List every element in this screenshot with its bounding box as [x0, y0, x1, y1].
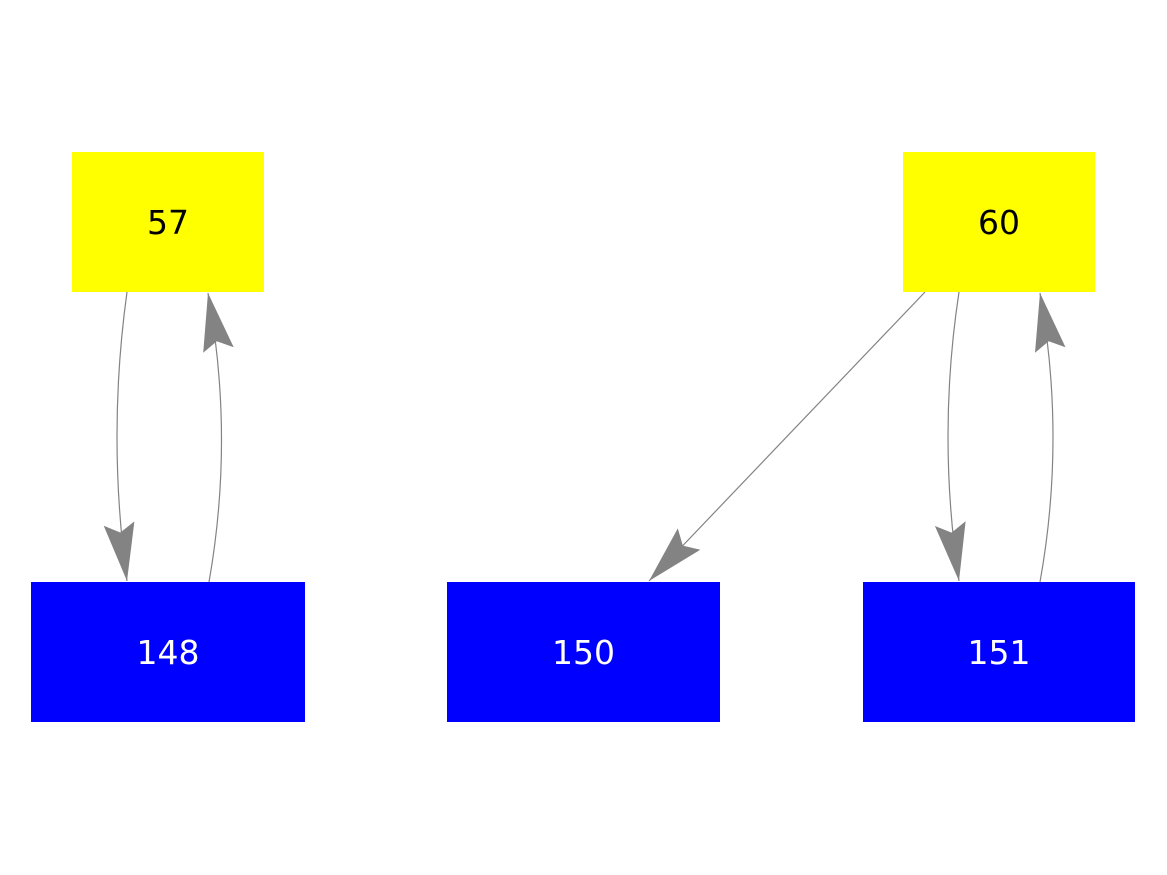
arrowhead-60-151 [934, 521, 966, 581]
graph-node-57: 57 [72, 152, 264, 292]
node-label: 148 [136, 632, 200, 672]
edge-57-148 [116, 291, 128, 582]
node-label: 60 [978, 202, 1020, 242]
graph-node-151: 151 [863, 582, 1135, 722]
arrowhead-60-150 [649, 528, 701, 581]
edge-60-151 [947, 291, 960, 582]
edge-148-57 [207, 292, 223, 583]
arrowhead-151-60 [1035, 293, 1066, 353]
node-label: 57 [147, 202, 189, 242]
graph-node-150: 150 [447, 582, 720, 722]
edge-60-150 [648, 291, 926, 582]
node-label: 150 [552, 632, 615, 672]
graph-node-60: 60 [903, 152, 1095, 292]
node-label: 151 [967, 632, 1031, 672]
edge-151-60 [1039, 292, 1054, 583]
graph-node-148: 148 [31, 582, 305, 722]
arrowhead-148-57 [203, 293, 234, 353]
arrowhead-57-148 [103, 521, 135, 581]
